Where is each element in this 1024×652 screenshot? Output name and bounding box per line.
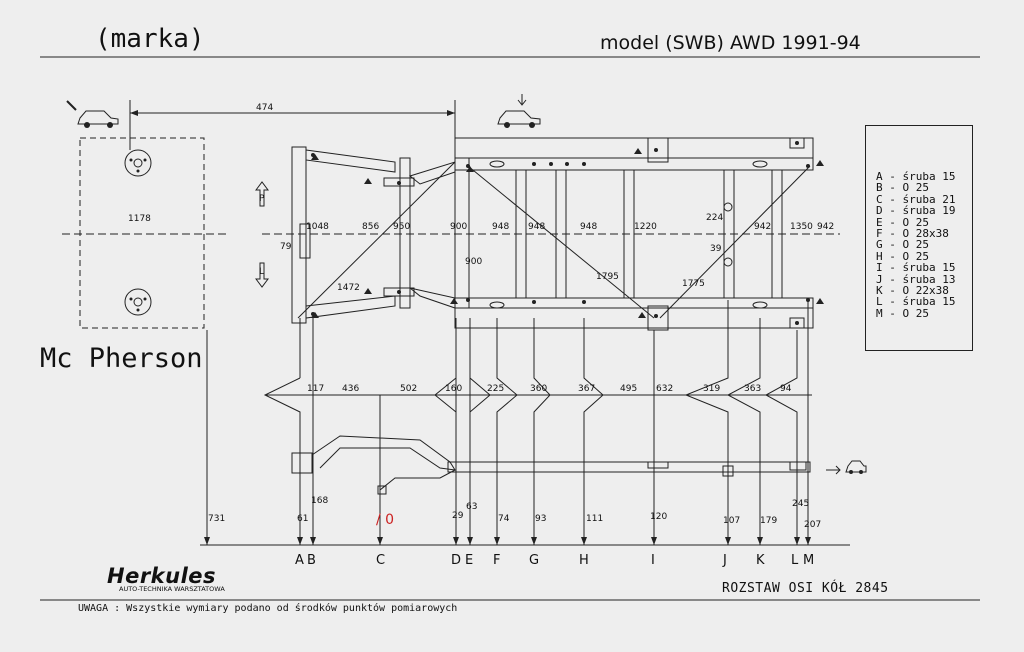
legend-item: M - O 25 — [876, 306, 929, 320]
wheelbase-label: ROZSTAW OSI KÓŁ 2845 — [722, 581, 889, 596]
svg-text:P: P — [259, 194, 265, 204]
herkules-logo: Herkules AUTO-TECHNIKA WARSZTATOWA — [107, 564, 235, 600]
point-J: J — [722, 553, 727, 568]
track-dim: 1178 — [128, 214, 151, 224]
svg-text:900: 900 — [450, 222, 467, 232]
legend-item: F - O 28x38 — [876, 227, 949, 241]
legend-item: L - śruba 15 — [876, 295, 956, 309]
svg-text:502: 502 — [400, 384, 417, 394]
legend-item: E - O 25 — [876, 215, 929, 229]
suspension-label: Mc Pherson — [40, 343, 203, 374]
svg-text:L: L — [259, 267, 264, 277]
svg-text:117: 117 — [307, 384, 324, 394]
car-rear-icon — [845, 460, 867, 474]
svg-text:367: 367 — [578, 384, 595, 394]
svg-text:93: 93 — [535, 514, 546, 524]
svg-text:948: 948 — [528, 222, 545, 232]
point-L: L — [791, 553, 799, 568]
chassis-top-view — [262, 137, 840, 331]
svg-text:1350: 1350 — [790, 222, 813, 232]
svg-text:94: 94 — [780, 384, 792, 394]
svg-text:179: 179 — [760, 516, 777, 526]
chassis-side-view — [291, 435, 811, 495]
car-top-icon — [497, 110, 541, 128]
point-D: D — [451, 553, 461, 568]
svg-text:363: 363 — [744, 384, 761, 394]
svg-text:731: 731 — [208, 514, 225, 524]
point-E: E — [465, 553, 473, 568]
legend-item: D - śruba 19 — [876, 204, 956, 218]
front-wheel-bottom — [124, 288, 152, 316]
svg-text:63: 63 — [466, 502, 477, 512]
svg-text:107: 107 — [723, 516, 740, 526]
legend-item: J - śruba 13 — [876, 272, 956, 286]
point-B: B — [307, 553, 316, 568]
legend-item: K - O 22x38 — [876, 284, 949, 298]
measurement-points — [311, 141, 824, 325]
make-title: (marka) — [95, 24, 205, 54]
svg-text:1220: 1220 — [634, 222, 657, 232]
point-C: C — [376, 553, 385, 568]
svg-text:474: 474 — [256, 103, 273, 113]
svg-text:948: 948 — [580, 222, 597, 232]
note-text: UWAGA : Wszystkie wymiary podano od środ… — [78, 603, 458, 614]
svg-text:79: 79 — [280, 242, 292, 252]
legend-item: G - O 25 — [876, 238, 929, 252]
svg-text:632: 632 — [656, 384, 673, 394]
point-I: I — [651, 553, 655, 568]
point-F: F — [493, 553, 500, 568]
wheel-track-box — [79, 137, 205, 329]
leader-lines — [200, 300, 850, 546]
svg-text:111: 111 — [586, 514, 603, 524]
point-H: H — [579, 553, 589, 568]
point-K: K — [756, 553, 765, 568]
svg-text:1775: 1775 — [682, 279, 705, 289]
point-A: A — [295, 553, 304, 568]
legend-item: I - śruba 15 — [876, 261, 956, 275]
svg-text:360: 360 — [530, 384, 547, 394]
front-wheel-top — [124, 149, 152, 177]
svg-text:74: 74 — [498, 514, 510, 524]
svg-text:942: 942 — [817, 222, 834, 232]
legend-item: C - śruba 21 — [876, 192, 956, 206]
svg-text:436: 436 — [342, 384, 359, 394]
point-G: G — [529, 553, 539, 568]
height-zero: / 0 — [376, 512, 394, 528]
legend-box: A - śruba 15 B - O 25 C - śruba 21 D - ś… — [865, 125, 973, 351]
svg-text:1472: 1472 — [337, 283, 360, 293]
logo-tagline: AUTO-TECHNIKA WARSZTATOWA — [119, 585, 225, 593]
svg-text:1795: 1795 — [596, 272, 619, 282]
point-M: M — [803, 553, 814, 568]
svg-text:948: 948 — [492, 222, 509, 232]
svg-text:319: 319 — [703, 384, 720, 394]
car-side-icon — [77, 110, 119, 128]
model-title: model (SWB) AWD 1991-94 — [600, 32, 861, 54]
legend-item: A - śruba 15 — [876, 170, 956, 183]
svg-text:942: 942 — [754, 222, 771, 232]
logo-name: Herkules — [107, 564, 217, 588]
svg-text:900: 900 — [465, 257, 482, 267]
svg-text:29: 29 — [452, 511, 464, 521]
svg-text:495: 495 — [620, 384, 637, 394]
svg-text:950: 950 — [393, 222, 410, 232]
svg-text:39: 39 — [710, 244, 722, 254]
svg-text:61: 61 — [297, 514, 308, 524]
svg-text:160: 160 — [445, 384, 462, 394]
svg-text:1048: 1048 — [306, 222, 329, 232]
svg-text:207: 207 — [804, 520, 821, 530]
svg-text:245: 245 — [792, 499, 809, 509]
svg-text:856: 856 — [362, 222, 379, 232]
svg-text:168: 168 — [311, 496, 328, 506]
svg-text:225: 225 — [487, 384, 504, 394]
svg-text:224: 224 — [706, 213, 723, 223]
legend-item: B - O 25 — [876, 181, 929, 195]
legend-item: H - O 25 — [876, 249, 929, 263]
svg-text:120: 120 — [650, 512, 667, 522]
